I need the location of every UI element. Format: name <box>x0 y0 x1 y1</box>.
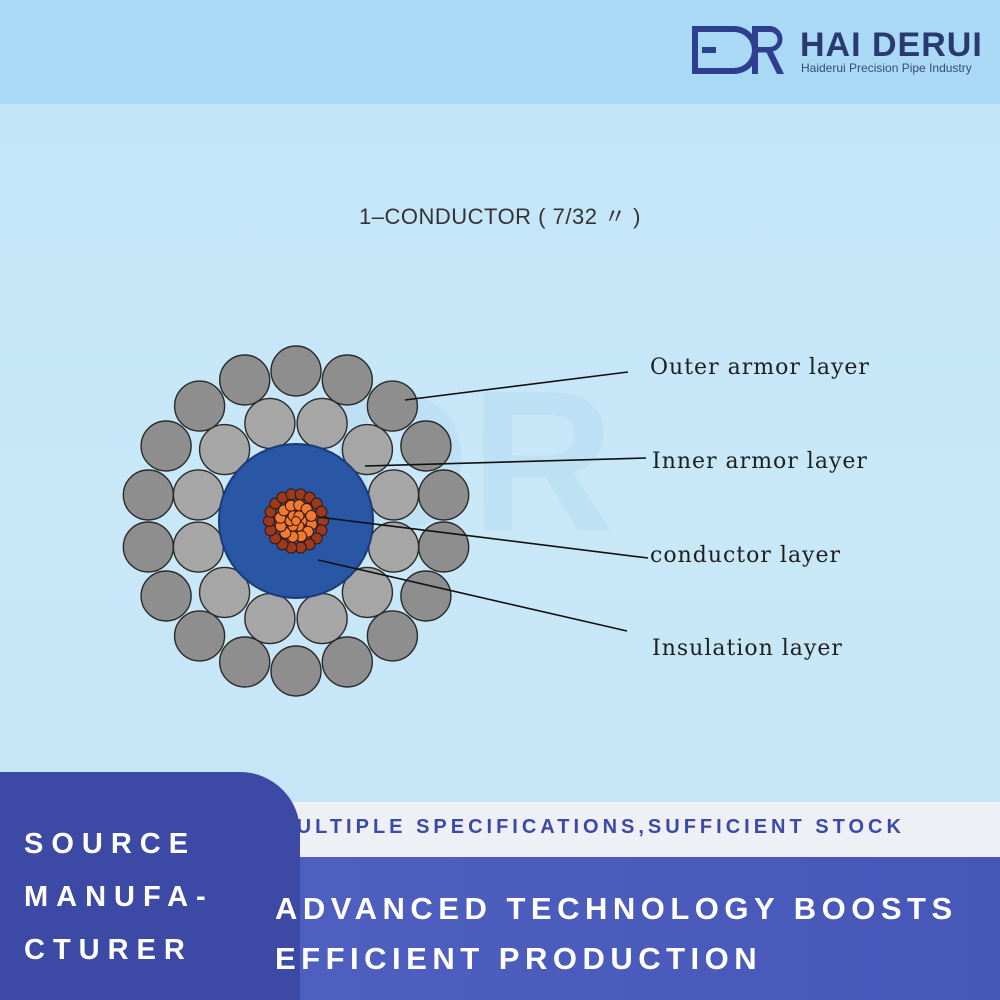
outer-armor-wire <box>418 521 470 573</box>
label-insulation: Insulation layer <box>652 636 843 661</box>
outer-armor-wires <box>122 345 470 697</box>
brand-name: HAI DERUI <box>800 26 983 64</box>
leader-lines <box>317 371 649 632</box>
outer-armor-wire <box>122 469 175 521</box>
inner-armor-wire <box>198 566 251 619</box>
banner-source-line: SOURCE <box>24 828 197 860</box>
brand-logo: HAI DERUI Haiderui Precision Pipe Indust… <box>690 24 990 80</box>
outer-armor-wire <box>173 380 226 432</box>
inner-armor-wire <box>296 592 348 645</box>
inner-armor-wires <box>172 397 420 645</box>
conductor-strand-outer <box>315 505 328 518</box>
banner-slogan: ADVANCED TECHNOLOGY BOOSTS EFFICIENT PRO… <box>275 884 958 984</box>
outer-armor-wire <box>140 420 192 472</box>
outer-armor-wire <box>400 570 452 622</box>
label-conductor: conductor layer <box>650 543 842 568</box>
inner-armor-wire <box>341 423 394 476</box>
outer-armor-wire <box>400 420 452 472</box>
diagram-title: 1–CONDUCTOR ( 7/32 〃 ) <box>359 204 641 229</box>
outer-armor-wire <box>366 610 419 662</box>
outer-armor-wire <box>218 636 271 688</box>
inner-armor-wire <box>244 397 296 450</box>
brand-subtitle: Haiderui Precision Pipe Industry <box>801 61 972 75</box>
inner-armor-wire <box>296 397 348 450</box>
banner-source-text: SOURCE MANUFA- CTURER <box>24 818 254 977</box>
banner-slogan-line: EFFICIENT PRODUCTION <box>275 941 763 976</box>
outer-armor-wire <box>366 380 419 432</box>
inner-armor-wire <box>172 521 225 573</box>
conductor-strand-center <box>291 516 301 526</box>
outer-armor-wire <box>321 636 373 688</box>
outer-armor-wire <box>173 610 226 662</box>
banner-right-panel <box>240 857 1000 1000</box>
inner-armor-wire <box>367 469 420 521</box>
conductor-strands <box>263 488 329 554</box>
outer-armor-wire <box>270 645 322 697</box>
inner-armor-wire <box>341 566 394 619</box>
banner-source-line: MANUFA- <box>24 881 214 913</box>
inner-armor-wire <box>172 469 225 521</box>
brand-logo-icon <box>692 26 784 74</box>
header-bar <box>0 0 1000 104</box>
conductor-strand <box>305 509 318 522</box>
outer-armor-wire <box>122 521 175 573</box>
banner-slogan-line: ADVANCED TECHNOLOGY BOOSTS <box>275 891 958 926</box>
banner-strip-text: MULTIPLE SPECIFICATIONS,SUFFICIENT STOCK <box>276 816 905 838</box>
inner-armor-wire <box>198 423 251 476</box>
outer-armor-wire <box>270 345 322 397</box>
label-outer-armor: Outer armor layer <box>650 355 870 380</box>
outer-armor-wire <box>140 570 192 622</box>
inner-armor-wire <box>244 592 296 645</box>
banner-source-line: CTURER <box>24 934 193 966</box>
outer-armor-wire <box>218 354 271 406</box>
outer-armor-wire <box>321 354 373 406</box>
inner-armor-wire <box>367 521 420 573</box>
banner-left-panel <box>0 772 300 1000</box>
outer-armor-wire <box>418 469 470 521</box>
label-inner-armor: Inner armor layer <box>652 449 868 474</box>
banner-strip <box>240 802 1000 857</box>
